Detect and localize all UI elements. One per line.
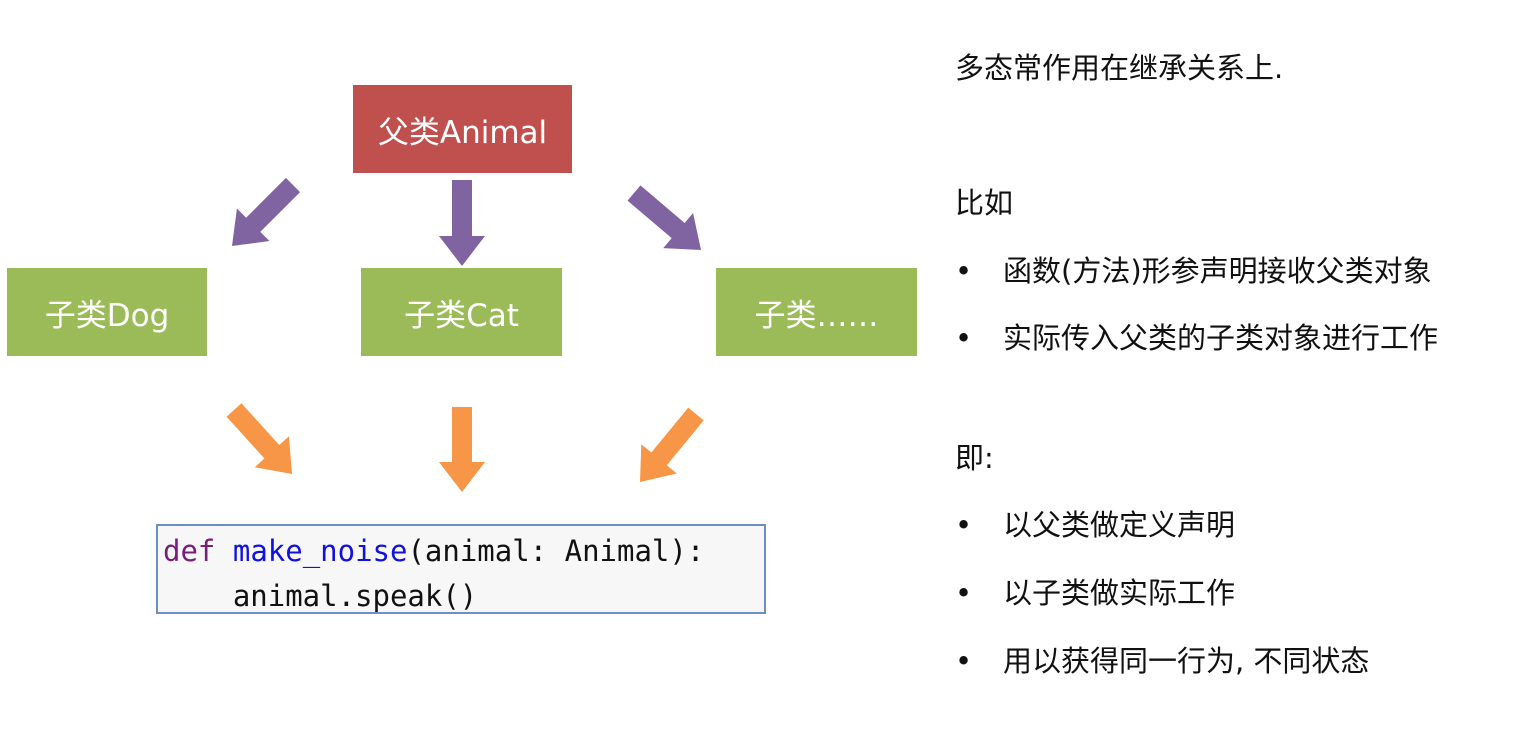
inherit-arrow-icon [439, 180, 485, 266]
example-heading: 比如 [955, 186, 1014, 220]
code-signature: (animal: Animal): [407, 534, 705, 568]
child-class-dog-box: 子类Dog [7, 268, 207, 356]
bullet-text: 以父类做定义声明 [1003, 508, 1236, 542]
child-class-more-box: 子类…… [716, 268, 917, 356]
bullet-icon: • [955, 321, 973, 355]
use-arrow-icon [640, 407, 704, 482]
intro-text: 多态常作用在继承关系上. [955, 51, 1284, 85]
bullet-text: 函数(方法)形参声明接收父类对象 [1003, 254, 1432, 288]
bullet-icon: • [955, 254, 973, 288]
bullet-text: 实际传入父类的子类对象进行工作 [1003, 321, 1439, 355]
code-function-name: make_noise [232, 534, 408, 568]
bullet-item: • 以子类做实际工作 [955, 570, 1235, 612]
code-line-2: animal.speak() [163, 579, 478, 613]
bullet-text: 以子类做实际工作 [1003, 576, 1236, 610]
inherit-arrow-icon [231, 177, 301, 247]
inherit-arrow-icon [627, 185, 702, 251]
bullet-item: • 以父类做定义声明 [955, 502, 1235, 544]
child-class-cat-box: 子类Cat [361, 268, 562, 356]
bullet-item: • 用以获得同一行为, 不同状态 [955, 638, 1369, 680]
summary-heading: 即: [955, 441, 994, 475]
bullet-item: • 函数(方法)形参声明接收父类对象 [955, 248, 1432, 290]
code-snippet: def make_noise(animal: Animal): animal.s… [156, 524, 766, 614]
bullet-item: • 实际传入父类的子类对象进行工作 [955, 315, 1438, 357]
bullet-icon: • [955, 576, 973, 610]
parent-class-box: 父类Animal [353, 85, 572, 173]
use-arrow-icon [439, 407, 485, 492]
code-keyword: def [163, 534, 216, 568]
use-arrow-icon [226, 403, 293, 474]
bullet-icon: • [955, 508, 973, 542]
bullet-icon: • [955, 644, 973, 678]
bullet-text: 用以获得同一行为, 不同状态 [1003, 644, 1370, 678]
